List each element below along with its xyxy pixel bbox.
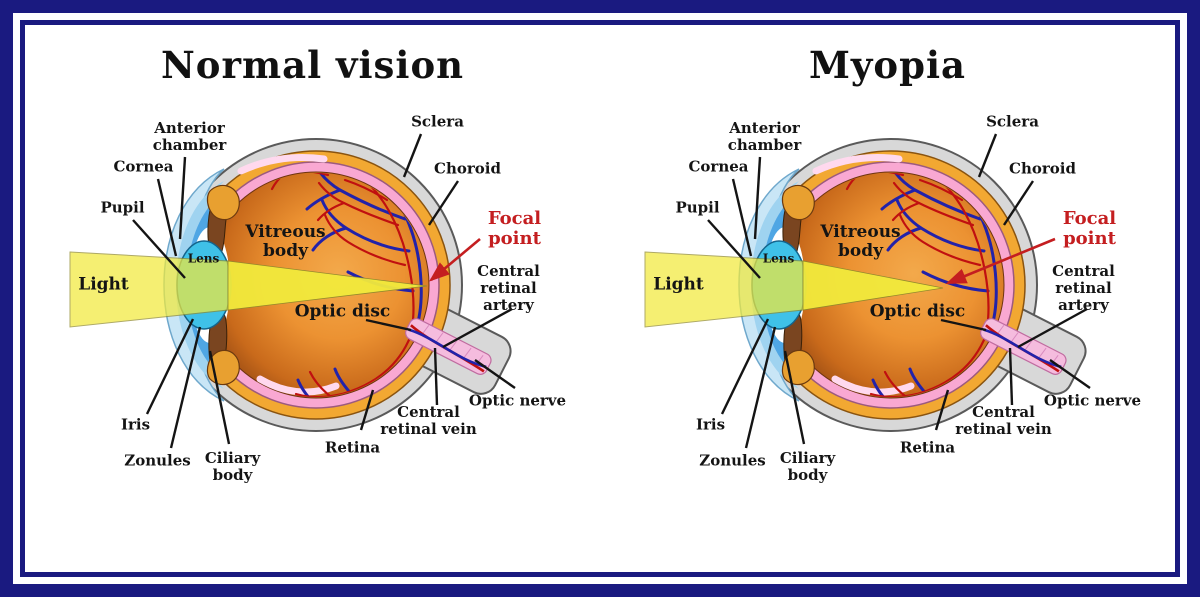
focal-point-arrow — [428, 238, 481, 282]
eye-illustration — [69, 133, 516, 449]
focal-point-arrow — [945, 237, 1055, 285]
leader-lines — [131, 133, 516, 449]
anterior-chamber-area — [761, 193, 799, 377]
retina-highlight-bottom — [256, 375, 339, 396]
anterior-chamber-area — [186, 193, 224, 377]
retina-highlight-top — [237, 154, 327, 175]
ciliary-body-upper — [781, 184, 815, 221]
panel-title: Myopia — [808, 43, 967, 87]
panel-title: Normal vision — [160, 43, 465, 87]
cornea-mid — [750, 181, 799, 389]
eye-diagram: Anterior chamber Cornea Pupil Light Lens… — [603, 89, 1173, 549]
light-beam-converging — [802, 260, 943, 311]
ciliary-body-upper — [206, 184, 240, 221]
leader-lines — [706, 133, 1091, 449]
retina-highlight-bottom — [831, 375, 914, 396]
cornea-mid — [175, 181, 224, 389]
panels-container: Normal vision — [25, 25, 1175, 572]
eye-illustration — [644, 133, 1091, 449]
eye-panel: Myopia — [600, 25, 1175, 572]
retina-highlight-top — [812, 154, 902, 175]
eye-diagram: Anterior chamber Cornea Pupil Light Lens… — [28, 89, 598, 549]
eye-panel: Normal vision — [25, 25, 600, 572]
light-beam-converging — [227, 260, 427, 311]
